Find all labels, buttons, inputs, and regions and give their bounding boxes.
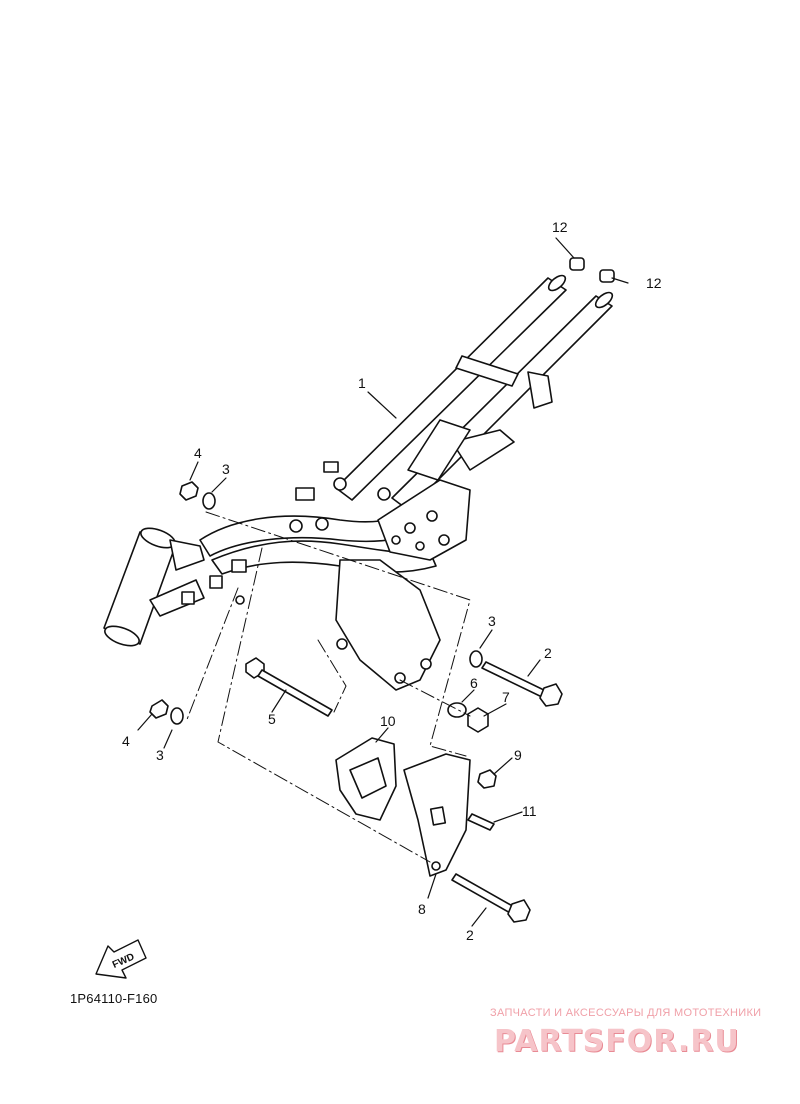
washer-right — [469, 650, 483, 668]
cover-10 — [335, 737, 397, 821]
screw-11 — [467, 813, 495, 831]
callout-6: 6 — [470, 675, 478, 691]
plate-8 — [403, 753, 471, 877]
nut-7 — [467, 707, 489, 733]
bolt-2-upper — [481, 661, 563, 707]
callout-1: 1 — [358, 375, 366, 391]
nut-upper — [179, 481, 199, 501]
nut-lower — [149, 699, 169, 719]
watermark-tagline: ЗАПЧАСТИ И АКСЕССУАРЫ ДЛЯ МОТОТЕХНИКИ — [490, 1007, 762, 1019]
leader-lines — [137, 237, 629, 927]
callout-3a: 3 — [222, 461, 230, 477]
callout-2a: 2 — [544, 645, 552, 661]
callout-8: 8 — [418, 901, 426, 917]
callout-2b: 2 — [466, 927, 474, 943]
callout-3c: 3 — [156, 747, 164, 763]
bolt-5 — [245, 657, 333, 717]
cap-right — [599, 269, 615, 283]
diagram-code: 1P64110-F160 — [70, 991, 158, 1006]
callout-12a: 12 — [552, 219, 568, 235]
callout-labels: 12 12 1 4 3 3 2 6 7 5 4 3 10 9 11 8 2 — [122, 219, 662, 943]
washer-lower — [170, 707, 184, 725]
watermark-logo: PARTSFOR.RU — [494, 1024, 740, 1059]
fwd-arrow-icon — [95, 939, 147, 979]
callout-9: 9 — [514, 747, 522, 763]
washer-upper — [202, 492, 216, 510]
bolt-9 — [477, 769, 497, 789]
callout-12b: 12 — [646, 275, 662, 291]
callout-7: 7 — [502, 689, 510, 705]
callout-10: 10 — [380, 713, 396, 729]
callout-11: 11 — [522, 803, 537, 819]
washer-6 — [447, 702, 467, 718]
bolt-2-lower — [451, 873, 531, 923]
main-frame — [199, 274, 614, 691]
callout-4a: 4 — [194, 445, 202, 461]
callout-3b: 3 — [488, 613, 496, 629]
steering-head — [103, 527, 247, 647]
cap-left — [569, 257, 585, 271]
callout-4b: 4 — [122, 733, 130, 749]
alignment-lines — [185, 511, 471, 863]
callout-5: 5 — [268, 711, 276, 727]
